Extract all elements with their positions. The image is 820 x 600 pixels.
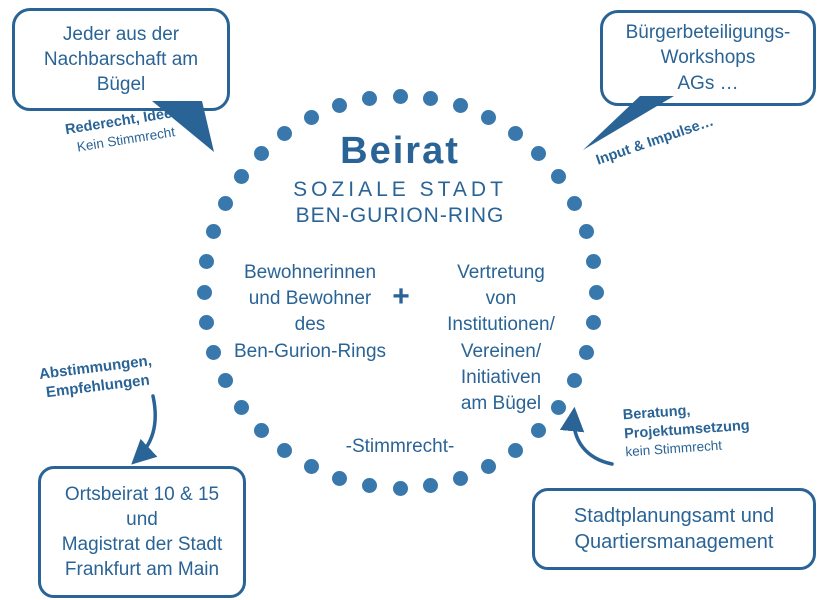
circle-dot: [578, 345, 594, 361]
circle-dot: [198, 315, 214, 331]
circle-dot: [233, 169, 249, 185]
text-line: Frankfurt am Main: [64, 559, 220, 581]
circle-dot: [453, 98, 469, 114]
note-beratung: Beratung, Projektumsetzung kein Stimmrec…: [622, 398, 751, 461]
text-line: Magistrat der Stadt: [61, 534, 223, 555]
note-bold-text: Input & Impulse…: [594, 113, 716, 169]
text-line: Ortsbeirat 10 & 15: [64, 483, 220, 505]
circle-dot: [303, 459, 319, 475]
text-line: Vereinen/: [460, 340, 542, 362]
circle-dot: [277, 125, 293, 141]
circle-dot: [507, 443, 523, 459]
bubble-workshops: Bürgerbeteiligungs- Workshops AGs …: [600, 10, 816, 106]
circle-dot: [217, 195, 233, 211]
arrow-to-ortsbeirat: [131, 394, 158, 465]
circle-dot: [361, 478, 377, 494]
circle-dot: [586, 253, 602, 269]
plus-sign: +: [392, 280, 410, 313]
note-abstimmungen: Abstimmungen, Empfehlungen: [38, 351, 155, 403]
circle-dot: [423, 90, 439, 106]
circle-dot: [233, 399, 249, 415]
text-line: und Bewohner: [248, 288, 372, 310]
circle-dot: [453, 470, 469, 486]
circle-subtitle-line2: BEN-GURION-RING: [295, 204, 505, 227]
voting-right-note: -Stimmrecht-: [345, 436, 455, 457]
box-ortsbeirat-magistrat: Ortsbeirat 10 & 15 und Magistrat der Sta…: [38, 466, 246, 598]
text-line: Bewohnerinnen: [243, 262, 377, 283]
circle-title: Beirat: [340, 130, 460, 172]
circle-dot: [331, 98, 347, 114]
circle-dot: [198, 253, 214, 269]
text-line: des: [294, 314, 326, 336]
text-line: und: [126, 508, 158, 530]
circle-dot: [481, 109, 497, 125]
text-line: Initiativen: [460, 366, 542, 388]
circle-dot: [531, 145, 547, 161]
note-rederecht: Rederecht, Ideen Kein Stimmrecht: [64, 103, 185, 157]
circle-dot: [531, 423, 547, 439]
circle-dot: [567, 373, 583, 389]
circle-dot: [206, 223, 222, 239]
bubble-neighbourhood: Jeder aus der Nachbarschaft am Bügel: [12, 8, 230, 111]
members-residents: Bewohnerinnen und Bewohner des Ben-Gurio…: [224, 260, 396, 365]
note-input-impulse: Input & Impulse…: [581, 108, 729, 174]
circle-dot: [481, 459, 497, 475]
text-line: Ben-Gurion-Rings: [233, 340, 387, 362]
circle-dot: [586, 315, 602, 331]
circle-dot: [217, 373, 233, 389]
circle-subtitle-line1: SOZIALE STADT: [293, 178, 507, 201]
arrow-to-circle: [559, 406, 614, 466]
circle-dot: [392, 88, 408, 104]
circle-dot: [392, 480, 408, 496]
text-line: Institutionen/: [447, 314, 555, 336]
text-line: von: [485, 288, 517, 310]
text-line: Nachbarschaft am: [43, 48, 199, 70]
circle-dot: [277, 443, 293, 459]
box-stadtplanungsamt: Stadtplanungsamt und Quartiersmanagement: [532, 488, 816, 570]
circle-dot: [423, 478, 439, 494]
text-line: Jeder aus der: [62, 23, 180, 45]
circle-dot: [253, 145, 269, 161]
text-line: Bürgerbeteiligungs-: [625, 22, 791, 44]
circle-dot: [578, 223, 594, 239]
text-line: Bügel: [96, 74, 146, 96]
members-institutions: Vertretung von Institutionen/ Vereinen/ …: [418, 260, 584, 417]
circle-dot: [551, 169, 567, 185]
circle-dot: [196, 284, 212, 300]
text-line: Stadtplanungsamt und: [573, 504, 775, 527]
circle-dot: [206, 345, 222, 361]
box-text: Stadtplanungsamt und Quartiersmanagement: [574, 503, 774, 556]
bubble-text: Jeder aus der Nachbarschaft am Bügel: [44, 22, 198, 97]
text-line: Quartiersmanagement: [574, 531, 774, 553]
text-line: Vertretung: [457, 262, 545, 283]
circle-dot: [567, 195, 583, 211]
box-text: Ortsbeirat 10 & 15 und Magistrat der Sta…: [62, 482, 223, 582]
circle-dot: [507, 125, 523, 141]
circle-dot: [303, 109, 319, 125]
circle-dot: [253, 423, 269, 439]
circle-dot: [588, 284, 604, 300]
bubble-text: Bürgerbeteiligungs- Workshops AGs …: [626, 20, 791, 95]
circle-dot: [361, 90, 377, 106]
circle-dot: [331, 470, 347, 486]
text-line: am Bügel: [460, 393, 542, 415]
text-line: AGs …: [677, 72, 739, 94]
text-line: Workshops: [660, 47, 756, 69]
